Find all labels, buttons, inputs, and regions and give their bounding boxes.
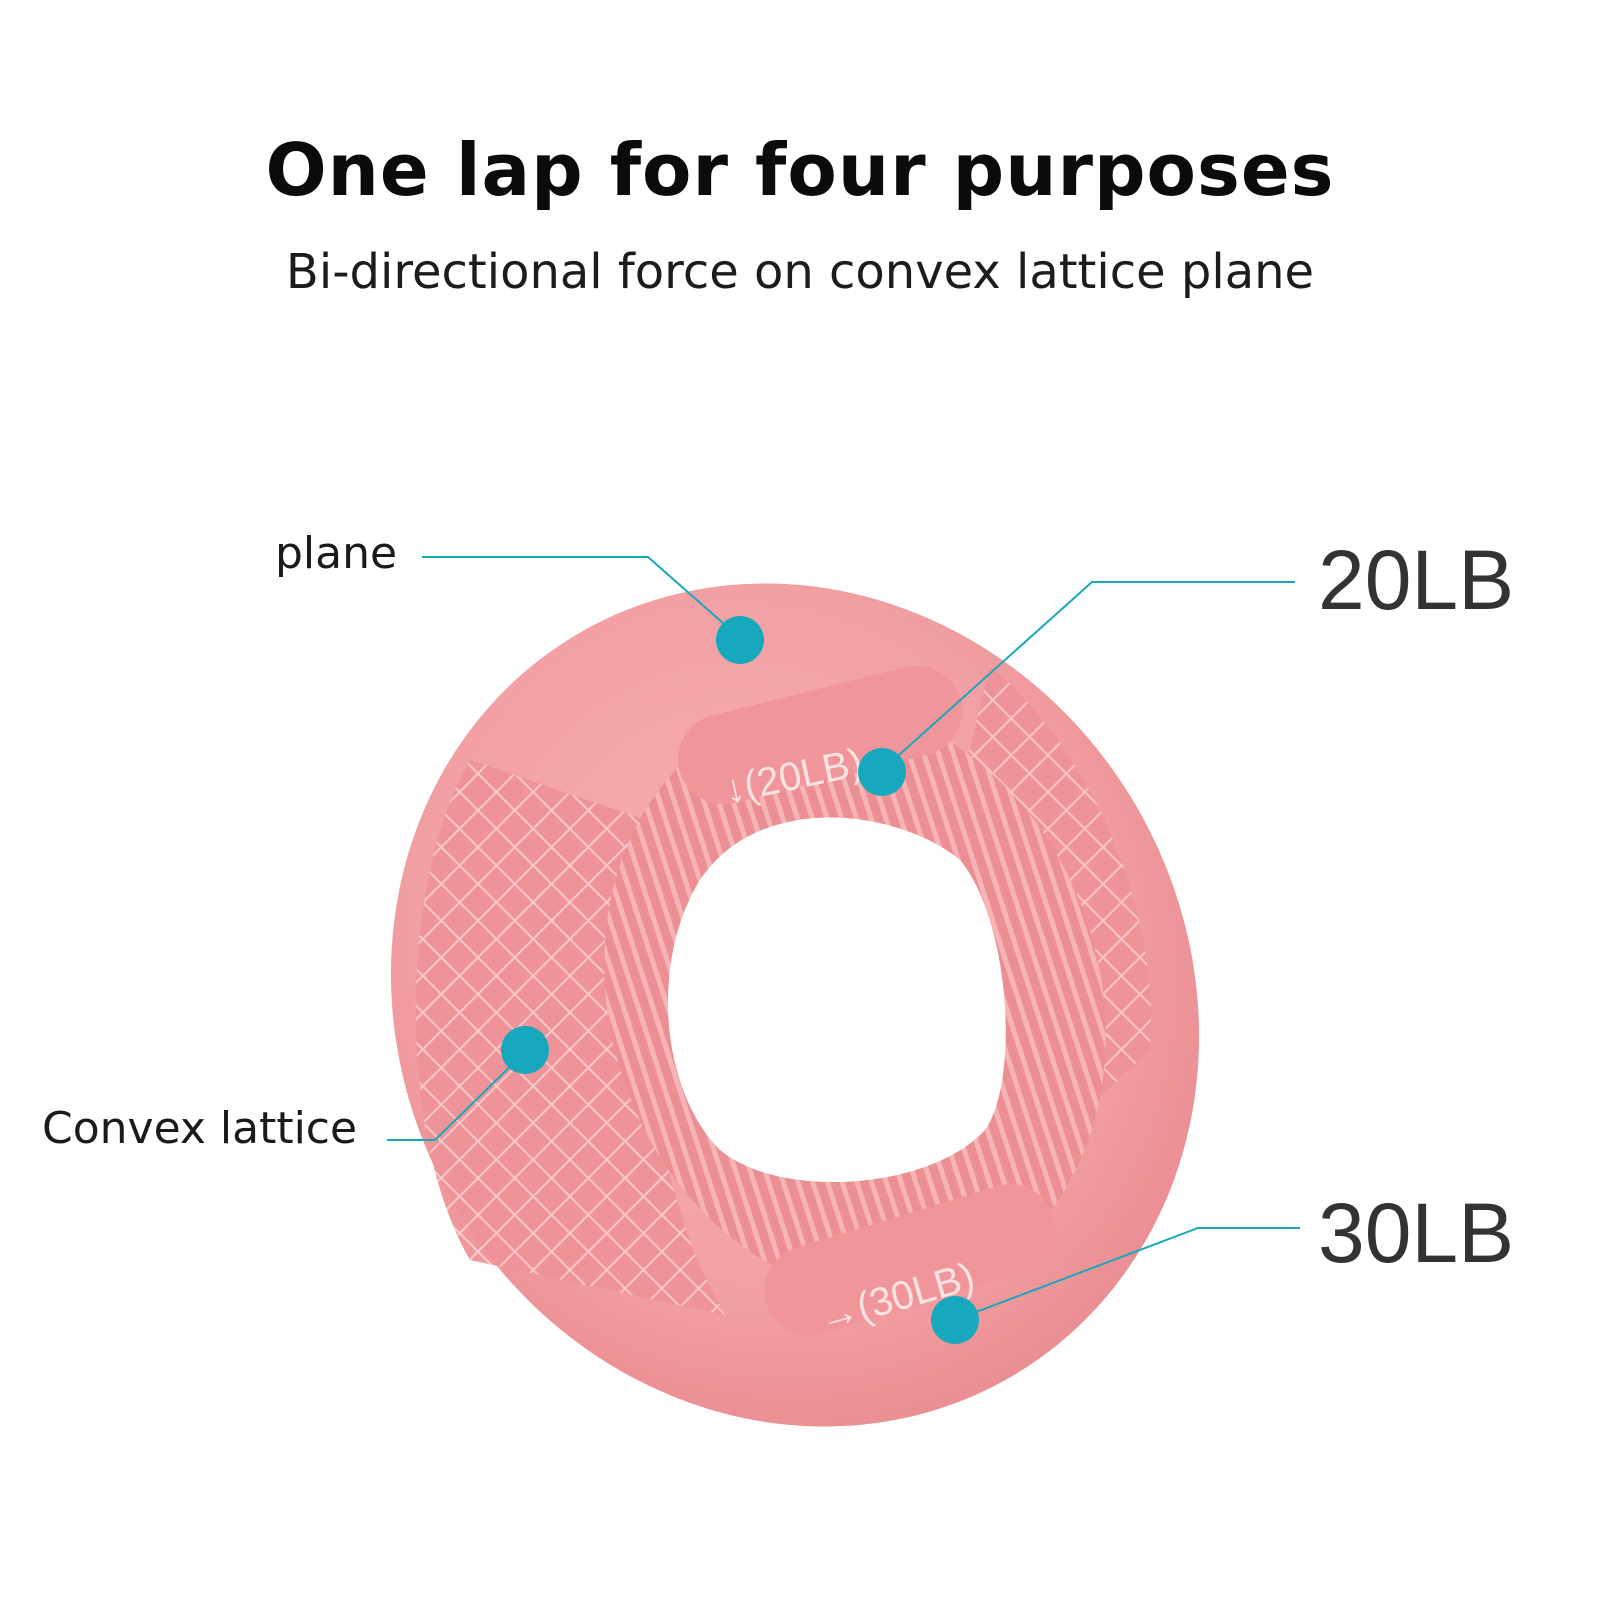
slot-bottom xyxy=(764,1184,1056,1336)
dot-lattice xyxy=(501,1026,549,1074)
ring-body xyxy=(390,583,1200,1427)
page-title: One lap for four purposes xyxy=(265,128,1335,212)
leader-lattice xyxy=(387,1051,526,1141)
callout-20lb-label: 20LB xyxy=(1318,533,1515,627)
ring-hole xyxy=(667,817,1006,1183)
callout-dots xyxy=(501,616,979,1344)
leader-plane xyxy=(422,556,741,639)
callout-lattice-label: Convex lattice xyxy=(42,1103,358,1154)
page-subtitle: Bi-directional force on convex lattice p… xyxy=(285,244,1315,300)
dot-plane xyxy=(716,616,764,664)
callout-lines xyxy=(387,556,1300,1321)
dot-20lb xyxy=(858,748,906,796)
leader-30lb xyxy=(954,1227,1300,1321)
leader-20lb xyxy=(879,581,1295,773)
callout-plane-label: plane xyxy=(275,528,398,579)
callout-30lb-label: 30LB xyxy=(1318,1186,1515,1280)
dot-30lb xyxy=(931,1296,979,1344)
slot-top xyxy=(677,665,963,805)
